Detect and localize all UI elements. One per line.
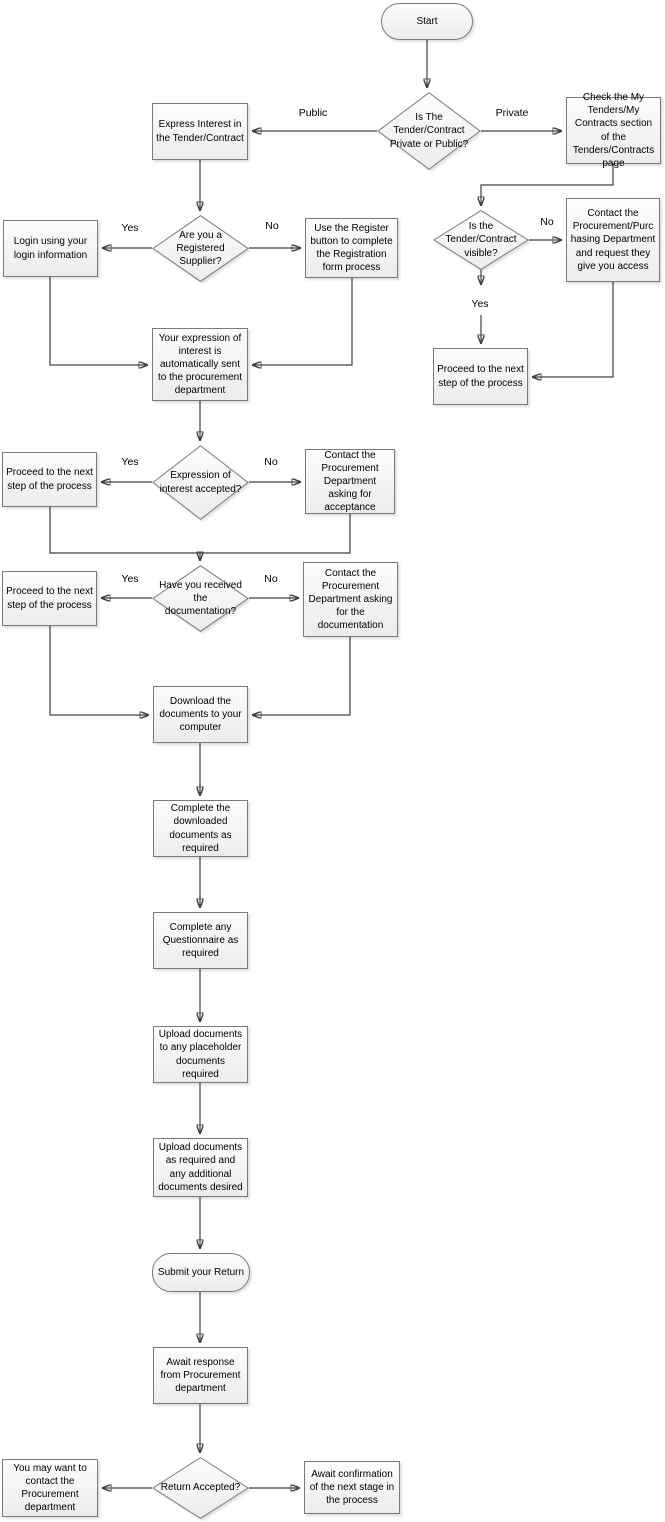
decision-private-or-public: Is The Tender/Contract Private or Public… [377,92,481,170]
c-login-sent [49,277,147,365]
diamond-shape-icon [152,215,249,282]
edge-label-expression-no: No [264,456,278,468]
node-contact-access: Contact the Procurement/Purchasing Depar… [566,198,660,282]
decision-tender-visible: Is the Tender/Contract visible? [433,210,529,270]
diamond-shape-icon [152,445,249,520]
diamond-shape-icon [377,92,481,170]
edge-label-visible-no: No [540,216,554,228]
node-upload-additional: Upload documents as required and any add… [153,1138,248,1197]
diamond-shape-icon [152,1457,249,1519]
edge-label-registered-yes: Yes [121,222,139,234]
edge-label-public: Public [298,107,328,119]
node-check-my-tenders: Check the My Tenders/My Contracts sectio… [566,92,661,169]
diamond-shape-icon [433,210,529,270]
decision-expression-accepted: Expression of interest accepted? [152,445,249,520]
edge-label-registered-no: No [265,220,279,232]
node-await-confirmation: Await confirmation of the next stage in … [304,1461,400,1514]
c-contactdocs-download [253,637,351,715]
node-submit-return: Submit your Return [152,1253,250,1292]
diamond-shape-icon [152,565,249,632]
node-expression-sent: Your expression of interest is automatic… [152,328,248,401]
node-complete-downloaded: Complete the downloaded documents as req… [153,800,248,857]
decision-received-documentation: Have you received the documentation? [152,565,249,632]
node-contact-documentation: Contact the Procurement Department askin… [303,562,398,637]
node-await-response: Await response from Procurement departme… [153,1347,248,1404]
node-express-interest: Express Interest in the Tender/Contract [152,103,248,160]
node-proceed-next-1: Proceed to the next step of the process [2,452,97,507]
edge-label-docs-yes: Yes [121,573,139,585]
node-complete-questionnaire: Complete any Questionnaire as required [153,912,248,969]
node-register: Use the Register button to complete the … [305,218,398,278]
edge-label-private: Private [495,107,529,119]
c-proceed2-download [49,626,148,715]
edge-label-expression-yes: Yes [121,456,139,468]
decision-registered-supplier: Are you a Registered Supplier? [152,215,249,282]
node-proceed-next-2: Proceed to the next step of the process [2,571,97,626]
decision-return-accepted: Return Accepted? [152,1457,249,1519]
node-upload-placeholder: Upload documents to any placeholder docu… [153,1026,248,1083]
node-contact-procurement-final: You may want to contact the Procurement … [2,1459,98,1517]
node-download-documents: Download the documents to your computer [153,686,248,743]
edge-label-visible-yes: Yes [471,298,489,310]
c-register-sent [253,278,353,365]
node-contact-acceptance: Contact the Procurement Department askin… [305,449,395,514]
edge-label-docs-no: No [264,573,278,585]
node-proceed-next-right: Proceed to the next step of the process [433,348,528,405]
c-contactaccess-proceedr [533,282,614,377]
node-start: Start [381,3,473,40]
node-login: Login using your login information [3,220,98,277]
